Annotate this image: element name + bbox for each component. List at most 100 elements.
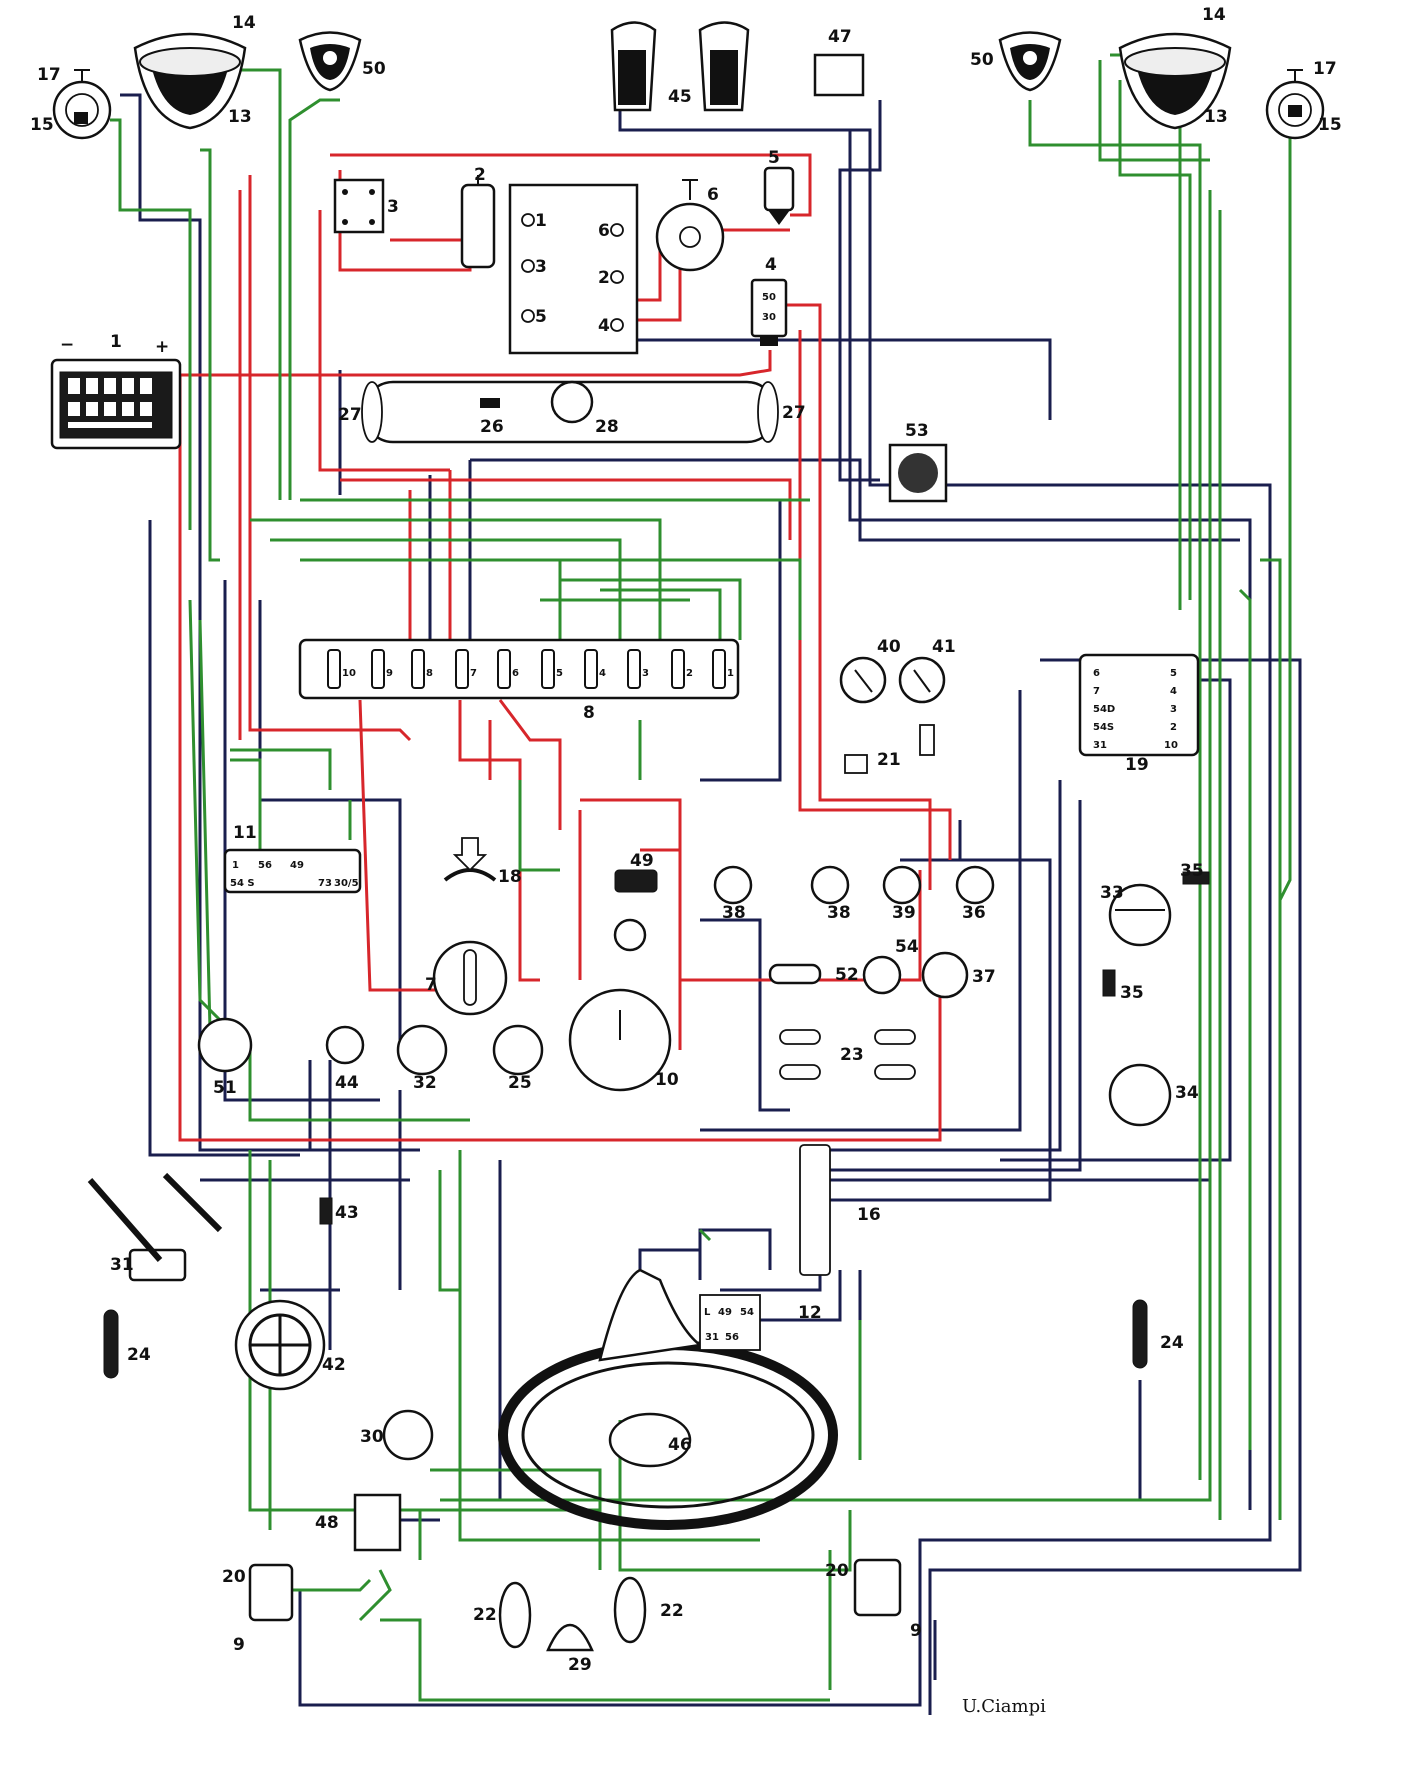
svg-text:1: 1 xyxy=(535,211,547,231)
svg-text:4: 4 xyxy=(1170,686,1177,697)
component-labels: 14 14 17 17 15 15 13 13 50 50 45 47 3 2 … xyxy=(30,5,1342,1675)
label-14-left: 14 xyxy=(232,13,256,33)
svg-text:54D: 54D xyxy=(1093,704,1115,715)
label-35: 35 xyxy=(1120,983,1144,1003)
svg-text:1: 1 xyxy=(727,668,734,679)
label-28: 28 xyxy=(595,417,619,437)
component-7 xyxy=(432,940,508,1016)
component-25 xyxy=(492,1024,544,1076)
label-13-right: 13 xyxy=(1204,107,1228,127)
svg-text:73: 73 xyxy=(318,878,332,889)
label-19: 19 xyxy=(1125,755,1149,775)
label-17-right: 17 xyxy=(1313,59,1337,79)
svg-text:4: 4 xyxy=(599,668,606,679)
component-42 xyxy=(234,1299,326,1391)
label-18: 18 xyxy=(498,867,522,887)
svg-text:3: 3 xyxy=(642,668,649,679)
side-lamp-left xyxy=(298,31,362,92)
component-54 xyxy=(862,955,902,995)
component-24-left xyxy=(103,1309,119,1379)
label-8: 8 xyxy=(583,703,595,723)
label-15-left: 15 xyxy=(30,115,54,135)
svg-text:54S: 54S xyxy=(1093,722,1114,733)
svg-text:54 S: 54 S xyxy=(230,878,255,889)
label-34: 34 xyxy=(1175,1083,1199,1103)
svg-text:30: 30 xyxy=(762,312,776,323)
svg-text:10: 10 xyxy=(1164,740,1178,751)
label-25: 25 xyxy=(508,1073,532,1093)
gauge-10 xyxy=(568,988,672,1092)
label-22-left: 22 xyxy=(473,1605,497,1625)
svg-text:50: 50 xyxy=(762,292,776,303)
label-24-left: 24 xyxy=(127,1345,151,1365)
svg-text:9: 9 xyxy=(386,668,393,679)
warning-lamp-38a xyxy=(713,865,753,905)
label-29: 29 xyxy=(568,1655,592,1675)
label-24-right: 24 xyxy=(1160,1333,1184,1353)
label-11: 11 xyxy=(233,823,257,843)
connector-16 xyxy=(799,1144,831,1276)
label-26: 26 xyxy=(480,417,504,437)
svg-text:8: 8 xyxy=(426,668,433,679)
svg-text:2: 2 xyxy=(1170,722,1177,733)
label-46: 46 xyxy=(668,1435,692,1455)
svg-text:2: 2 xyxy=(598,268,610,288)
warning-lamp-36 xyxy=(955,865,995,905)
label-9-left: 9 xyxy=(233,1635,245,1655)
svg-text:1: 1 xyxy=(232,860,239,871)
label-37: 37 xyxy=(972,967,996,987)
front-indicator-left xyxy=(52,69,112,140)
switch-11 xyxy=(223,848,362,894)
label-51: 51 xyxy=(213,1078,237,1098)
plate-light-29 xyxy=(546,1623,594,1652)
label-33: 33 xyxy=(1100,883,1124,903)
green-wires xyxy=(110,53,1300,1702)
label-47: 47 xyxy=(828,27,852,47)
label-23: 23 xyxy=(840,1045,864,1065)
label-5: 5 xyxy=(768,148,780,168)
fuse-21 xyxy=(844,724,935,774)
svg-text:54: 54 xyxy=(740,1307,754,1318)
svg-text:30/5: 30/5 xyxy=(334,878,359,889)
label-14-right: 14 xyxy=(1202,5,1226,25)
label-48: 48 xyxy=(315,1513,339,1533)
cable-27 xyxy=(361,380,779,444)
component-44 xyxy=(325,1025,365,1065)
horns xyxy=(610,21,750,112)
gauge-33 xyxy=(1108,883,1172,947)
label-45: 45 xyxy=(668,87,692,107)
label-4: 4 xyxy=(765,255,777,275)
component-30 xyxy=(382,1409,434,1461)
component-3 xyxy=(333,178,385,234)
label-7: 7 xyxy=(425,975,437,995)
svg-text:5: 5 xyxy=(1170,668,1177,679)
label-27-left: 27 xyxy=(338,405,362,425)
svg-text:6: 6 xyxy=(598,221,610,241)
svg-text:4: 4 xyxy=(598,316,610,336)
component-35 xyxy=(1102,969,1116,997)
svg-text:5: 5 xyxy=(535,307,547,327)
component-52 xyxy=(768,963,822,985)
label-10: 10 xyxy=(655,1070,679,1090)
label-27-right: 27 xyxy=(782,403,806,423)
svg-text:31: 31 xyxy=(1093,740,1107,751)
label-36: 36 xyxy=(962,903,986,923)
distributor-cap xyxy=(655,179,725,272)
component-37 xyxy=(921,951,969,999)
label-16: 16 xyxy=(857,1205,881,1225)
svg-text:6: 6 xyxy=(1093,668,1100,679)
label-44: 44 xyxy=(335,1073,359,1093)
label-32: 32 xyxy=(413,1073,437,1093)
component-34 xyxy=(1108,1063,1172,1127)
svg-text:56: 56 xyxy=(725,1332,739,1343)
component-5 xyxy=(763,166,795,225)
label-39: 39 xyxy=(892,903,916,923)
component-31 xyxy=(87,1172,223,1282)
front-indicator-right xyxy=(1265,69,1325,140)
svg-text:5: 5 xyxy=(556,668,563,679)
svg-text:10: 10 xyxy=(342,668,356,679)
label-30: 30 xyxy=(360,1427,384,1447)
fuses-23 xyxy=(779,1029,916,1080)
label-50-right: 50 xyxy=(970,50,994,70)
